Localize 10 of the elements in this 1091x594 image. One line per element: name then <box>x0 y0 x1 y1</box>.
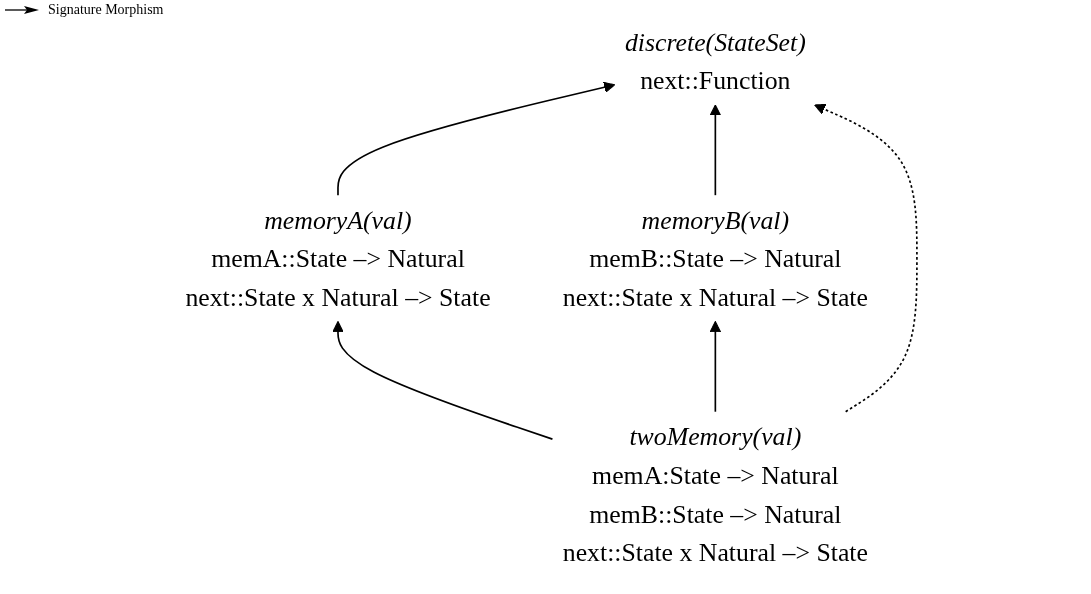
node-text: twoMemory(val) memA:State –> Natural memB::State –> Natural next::State x Natural –> State <box>562 422 868 567</box>
node-text: memoryB(val) memB::State –> Natural next::State x Natural –> State <box>562 205 868 312</box>
arrow <box>336 81 615 196</box>
arrow <box>331 320 553 440</box>
legend-text: Signature Morphism <box>48 2 164 18</box>
node-text: discrete(StateSet) next::Function <box>624 27 806 95</box>
node-text: memoryA(val) memA::State –> Natural next::State x Natural –> State <box>184 205 491 312</box>
arrow <box>813 103 918 413</box>
arrow <box>709 104 721 196</box>
arrow <box>709 320 721 413</box>
